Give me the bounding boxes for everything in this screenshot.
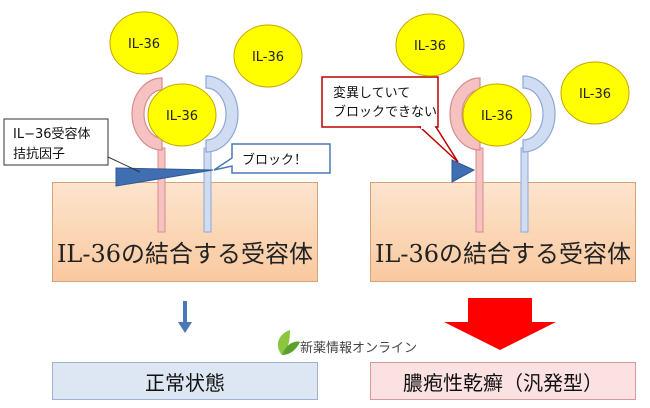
left-ligand-top <box>109 11 179 75</box>
mutation-callout-pointer-mask <box>421 125 435 129</box>
antagonist-label-line2: 拮抗因子 <box>13 147 65 162</box>
watermark-text: 新薬情報オンライン <box>300 340 417 356</box>
left-blue-receptor-stalk <box>203 147 212 233</box>
mutation-callout-line1: 変異していて <box>333 85 410 101</box>
left-receptor-label: IL-36の結合する受容体 <box>56 240 314 268</box>
right-receptor-label: IL-36の結合する受容体 <box>374 240 632 268</box>
left-ligand-top-label: IL-36 <box>128 37 160 52</box>
pustular-psoriasis-label: 膿疱性乾癬（汎発型） <box>403 370 603 395</box>
right-blue-receptor-head <box>522 75 556 153</box>
right-ligand-top <box>395 13 465 77</box>
left-ligand-right <box>233 24 303 88</box>
right-pink-receptor-head <box>449 77 481 151</box>
left-ligand-bound-label: IL-36 <box>166 109 198 124</box>
left-arrow-head <box>178 322 192 333</box>
antagonist-label-line1: IL−36受容体 <box>13 126 91 142</box>
right-ligand-bound-label: IL-36 <box>481 109 513 124</box>
left-ligand-right-label: IL-36 <box>252 50 284 65</box>
left-pink-receptor-head <box>131 77 163 151</box>
left-antagonist-triangle <box>115 167 214 187</box>
right-ligand-far-label: IL-36 <box>579 87 611 102</box>
right-big-red-arrow <box>444 298 556 350</box>
right-blue-receptor-stalk <box>520 147 529 233</box>
mutation-callout <box>321 76 439 128</box>
right-ligand-bound <box>462 83 532 147</box>
pustular-psoriasis-box: 膿疱性乾癬（汎発型） <box>370 362 636 400</box>
right-mutated-antagonist <box>451 159 476 183</box>
normal-state-label: 正常状態 <box>145 370 225 395</box>
right-ligand-far <box>560 61 630 125</box>
right-pink-receptor-stalk <box>475 147 484 233</box>
left-ligand-bound <box>147 83 217 147</box>
left-blue-receptor-head <box>205 75 239 153</box>
block-callout <box>213 143 331 174</box>
mutation-callout-pointer <box>418 126 459 163</box>
antagonist-label-box <box>3 118 109 166</box>
left-pink-receptor-stalk <box>157 147 166 233</box>
antagonist-pointer-line <box>107 156 141 173</box>
left-arrow-shaft <box>183 301 187 325</box>
watermark-leaf-icon <box>277 330 300 355</box>
right-ligand-top-label: IL-36 <box>414 39 446 54</box>
left-cell-membrane-box: IL-36の結合する受容体 <box>52 182 318 282</box>
right-cell-membrane-box: IL-36の結合する受容体 <box>370 182 636 282</box>
normal-state-box: 正常状態 <box>52 362 318 400</box>
block-callout-text: ブロック！ <box>242 152 307 168</box>
mutation-callout-line2: ブロックできない <box>333 104 437 120</box>
